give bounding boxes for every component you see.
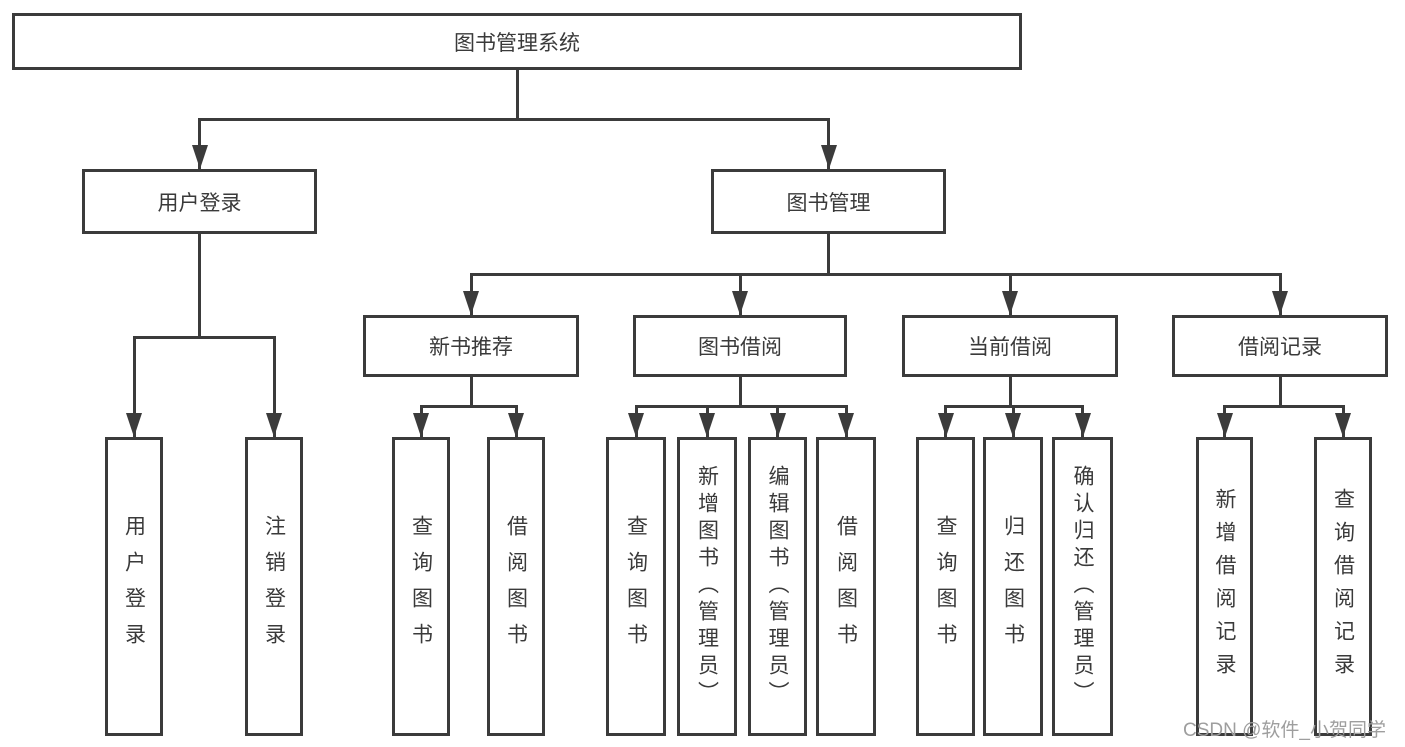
- connector-rail-line: [634, 405, 848, 408]
- node-leaf-add-book-admin-label: 新增图书（管理员）: [695, 465, 719, 708]
- arrow-down-icon: [508, 413, 524, 437]
- node-leaf-user-login-label: 用户登录: [122, 514, 146, 659]
- arrow-down-icon: [937, 413, 954, 437]
- node-leaf-logout-label: 注销登录: [262, 514, 286, 659]
- node-leaf-borrow-book-2-label: 借阅图书: [834, 514, 858, 659]
- node-library-system-label: 图书管理系统: [454, 31, 580, 55]
- node-leaf-query-book-1: 查询图书: [392, 437, 450, 736]
- node-leaf-borrow-book-1: 借阅图书: [487, 437, 545, 736]
- connector-vertical-line: [1278, 377, 1282, 408]
- connector-rail-line: [419, 405, 518, 408]
- arrow-down-icon: [1335, 413, 1351, 437]
- node-leaf-return-book: 归还图书: [983, 437, 1043, 736]
- node-book-borrow-label: 图书借阅: [698, 336, 782, 359]
- node-leaf-user-login: 用户登录: [105, 437, 163, 736]
- node-leaf-borrow-book-1-label: 借阅图书: [504, 514, 528, 659]
- node-book-borrow: 图书借阅: [633, 315, 847, 377]
- connector-rail-line: [198, 118, 830, 121]
- arrow-down-icon: [628, 413, 644, 437]
- node-user-login: 用户登录: [82, 169, 317, 234]
- node-leaf-add-borrow-record-label: 新增借阅记录: [1213, 487, 1236, 686]
- node-leaf-edit-book-admin: 编辑图书（管理员）: [748, 437, 807, 736]
- node-leaf-borrow-book-2: 借阅图书: [816, 437, 876, 736]
- arrow-down-icon: [463, 291, 479, 315]
- csdn-watermark: CSDN @软件_小贺同学: [1183, 720, 1386, 741]
- node-leaf-add-borrow-record: 新增借阅记录: [1196, 437, 1253, 736]
- arrow-down-icon: [699, 413, 715, 437]
- node-new-book-recommend: 新书推荐: [363, 315, 579, 377]
- node-leaf-return-book-label: 归还图书: [1001, 514, 1025, 659]
- arrow-down-icon: [266, 413, 282, 437]
- connector-vertical-line: [827, 234, 830, 276]
- connector-vertical-line: [198, 234, 201, 339]
- node-leaf-logout: 注销登录: [245, 437, 303, 736]
- arrow-down-icon: [413, 413, 429, 437]
- node-book-management: 图书管理: [711, 169, 946, 234]
- connector-stem-line: [132, 336, 136, 437]
- node-user-login-label: 用户登录: [157, 191, 242, 215]
- connector-rail-line: [132, 336, 276, 339]
- connector-vertical-line: [469, 377, 473, 408]
- arrow-down-icon: [1005, 413, 1021, 437]
- arrow-down-icon: [1002, 291, 1018, 315]
- node-current-borrow: 当前借阅: [902, 315, 1118, 377]
- node-new-book-recommend-label: 新书推荐: [429, 336, 513, 359]
- connector-rail-line: [469, 273, 1282, 276]
- node-leaf-query-book-3: 查询图书: [916, 437, 975, 736]
- node-leaf-query-book-2: 查询图书: [606, 437, 666, 736]
- arrow-down-icon: [126, 413, 142, 437]
- node-leaf-query-book-3-label: 查询图书: [934, 514, 957, 659]
- node-borrow-record: 借阅记录: [1172, 315, 1388, 377]
- connector-stem-line: [272, 336, 276, 437]
- node-library-system: 图书管理系统: [12, 13, 1022, 70]
- connector-vertical-line: [1008, 377, 1012, 408]
- node-current-borrow-label: 当前借阅: [968, 336, 1052, 359]
- connector-vertical-line: [515, 70, 519, 121]
- connector-stem-line: [827, 118, 830, 169]
- node-leaf-query-book-1-label: 查询图书: [409, 514, 433, 659]
- arrow-down-icon: [769, 413, 786, 437]
- node-book-management-label: 图书管理: [786, 191, 871, 215]
- node-leaf-edit-book-admin-label: 编辑图书（管理员）: [766, 465, 789, 708]
- node-leaf-query-book-2-label: 查询图书: [624, 514, 648, 659]
- node-borrow-record-label: 借阅记录: [1238, 336, 1322, 359]
- arrow-down-icon: [732, 291, 748, 315]
- arrow-down-icon: [191, 145, 208, 169]
- arrow-down-icon: [1272, 291, 1288, 315]
- node-leaf-query-borrow-record-label: 查询借阅记录: [1331, 487, 1355, 686]
- node-leaf-confirm-return: 确认归还（管理员）: [1052, 437, 1113, 736]
- arrow-down-icon: [820, 145, 837, 169]
- arrow-down-icon: [838, 413, 854, 437]
- connector-rail-line: [1223, 405, 1345, 408]
- connector-vertical-line: [738, 377, 742, 408]
- node-leaf-query-borrow-record: 查询借阅记录: [1314, 437, 1372, 736]
- node-leaf-add-book-admin: 新增图书（管理员）: [677, 437, 737, 736]
- connector-stem-line: [198, 118, 201, 169]
- arrow-down-icon: [1216, 413, 1233, 437]
- arrow-down-icon: [1074, 413, 1091, 437]
- node-leaf-confirm-return-label: 确认归还（管理员）: [1071, 465, 1094, 708]
